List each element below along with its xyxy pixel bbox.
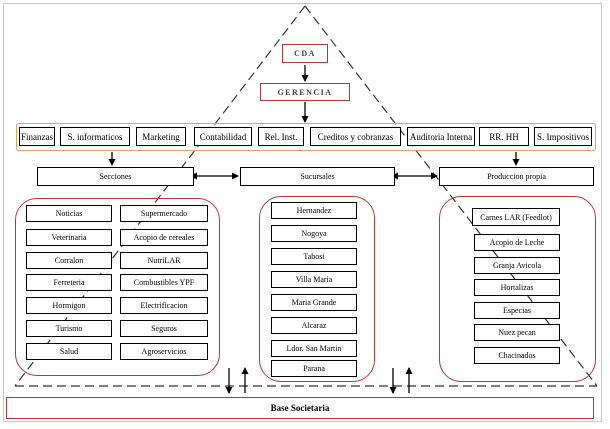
produccion-item: Hortalizas (474, 279, 560, 296)
division-secciones: Secciones (37, 167, 194, 186)
sucursal-item: Parana (271, 360, 357, 377)
produccion-item: Carnes LAR (Feedlot) (472, 208, 560, 226)
produccion-group (439, 196, 596, 382)
seccion-item: Ferreteria (26, 274, 112, 291)
seccion-item: Agroservicios (120, 343, 208, 360)
seccion-item: Turismo (26, 320, 112, 337)
sucursal-item: Nogoya (271, 225, 357, 242)
gerencia-box: GERENCIA (260, 83, 350, 101)
sucursal-item: Hernandez (271, 202, 357, 219)
produccion-item: Chacinados (474, 347, 560, 364)
seccion-item: Supermercado (120, 205, 208, 222)
sucursal-item: Maria Grande (271, 294, 357, 311)
produccion-item: Especias (474, 302, 560, 319)
seccion-item: Hormigon (26, 297, 112, 314)
page-frame (3, 3, 602, 422)
seccion-item: Noticias (26, 205, 112, 222)
division-sucursales: Sucursales (240, 167, 395, 186)
seccion-item: Acopio de cereales (120, 229, 208, 246)
cda-box: CDA (282, 44, 328, 63)
sucursal-item: Tabosi (271, 248, 357, 265)
sucursal-item: Villa Maria (271, 271, 357, 288)
seccion-item: Combustibles YPF (120, 274, 208, 291)
division-produccion-propia: Produccion propia (439, 167, 594, 186)
dept-auditoria-interna: Auditoria Interna (407, 127, 475, 146)
sucursal-item: Ldor. San Martin (271, 340, 357, 357)
sucursales-group (259, 196, 375, 382)
dept-recursos-humanos: RR. HH (479, 127, 529, 146)
seccion-item: Salud (26, 343, 112, 360)
dept-creditos-cobranzas: Creditos y cobranzas (310, 127, 401, 146)
seccion-item: Veterinaria (26, 229, 112, 246)
dept-sistemas-informaticos: S. informaticos (60, 127, 130, 146)
sucursal-item: Alcaraz (271, 317, 357, 334)
dept-servicios-impositivos: S. Impositivos (534, 127, 592, 146)
seccion-item: Corralon (26, 252, 112, 269)
seccion-item: Seguros (120, 320, 208, 337)
seccion-item: Electrificacion (120, 297, 208, 314)
dept-marketing: Marketing (136, 127, 186, 146)
departments-bar (16, 123, 596, 151)
dept-contabilidad: Contabilidad (194, 127, 252, 146)
seccion-item: NutriLAR (120, 252, 208, 269)
dept-relaciones-institucionales: Rel. Inst. (258, 127, 304, 146)
produccion-item: Nuez pecan (474, 324, 560, 341)
produccion-item: Acopio de Leche (474, 234, 560, 251)
produccion-item: Granja Avicola (474, 257, 560, 274)
secciones-group (15, 198, 220, 376)
base-societaria: Base Societaria (6, 397, 594, 419)
dept-finanzas: Finanzas (19, 127, 55, 146)
